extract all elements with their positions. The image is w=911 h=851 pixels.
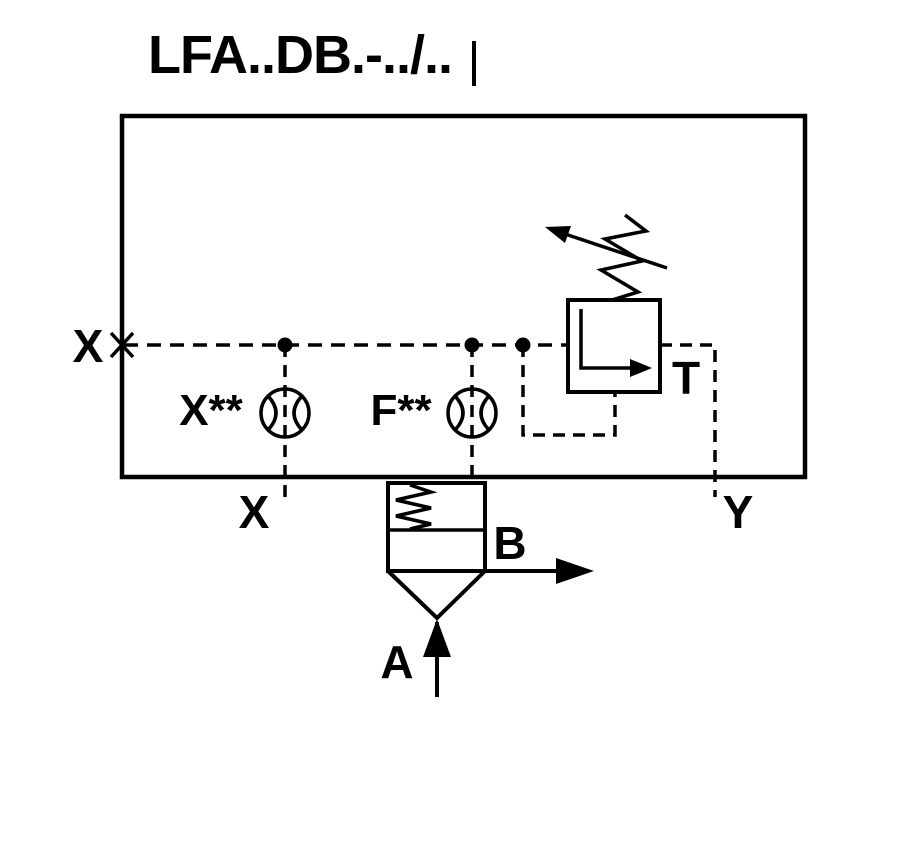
cartridge-body [386,481,487,573]
orifice-f-label: F** [370,386,432,435]
port-a-label: A [380,636,414,688]
port-x-bottom-label: X [238,486,270,538]
relief-valve-flow-arrowhead [630,359,652,377]
port-b-label: B [493,517,527,569]
port-t-label: T [671,352,701,404]
relief-valve-flow-path [579,309,633,370]
valve-cover-outline [119,113,808,480]
port-x-left-label: X [72,320,104,372]
plug-cross-icon [109,331,135,359]
orifice-symbol-x [259,387,311,439]
port-a-arrowhead [423,619,451,657]
orifice-symbol-f [446,387,498,439]
poppet-seat [386,569,487,621]
port-b-arrowhead [556,558,594,584]
pilot-relief-valve [545,213,668,394]
relief-adjust-arrowhead [545,226,571,243]
cartridge-spring-icon [395,483,438,531]
port-y-label: Y [722,486,754,538]
logic-cartridge-valve [386,481,594,697]
text-cursor [472,41,476,86]
relief-adjust-line [564,232,668,270]
pilot-branch-relief [521,345,617,437]
orifice-x-label: X** [179,386,243,435]
diagram-title: LFA..DB.-../.. [148,25,453,85]
